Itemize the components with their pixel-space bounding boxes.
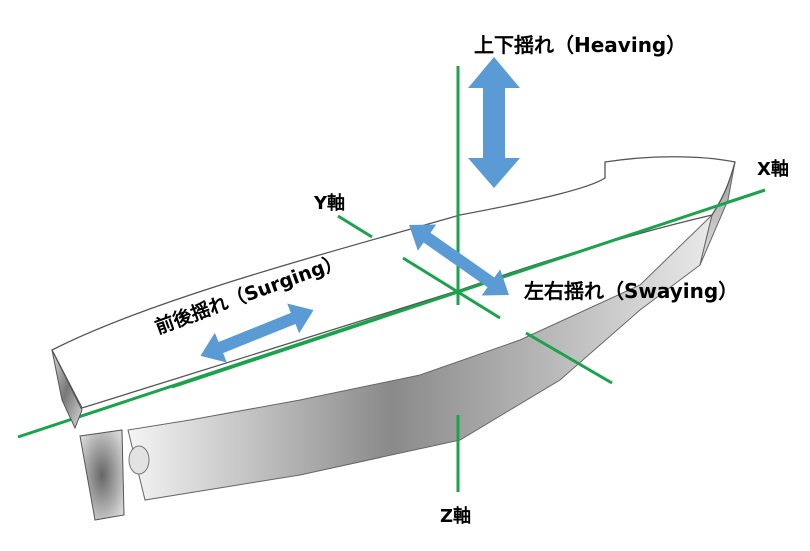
y-axis-line-mid bbox=[402, 256, 501, 320]
rudder bbox=[79, 429, 125, 521]
motion-arrows bbox=[200, 57, 520, 363]
swaying-arrow bbox=[409, 224, 509, 296]
surging-arrow bbox=[200, 303, 314, 363]
y-axis-line-upper bbox=[337, 214, 373, 239]
y-axis-label: Y軸 bbox=[313, 192, 345, 214]
x-axis-line bbox=[171, 188, 766, 389]
y-axis-line-lower bbox=[525, 331, 613, 385]
x-axis-label: X軸 bbox=[757, 158, 789, 180]
propeller-hub bbox=[128, 445, 150, 475]
heaving-label: 上下揺れ（Heaving） bbox=[474, 33, 686, 57]
z-axis-label: Z軸 bbox=[440, 505, 471, 527]
swaying-label: 左右揺れ（Swaying） bbox=[524, 279, 738, 303]
heaving-arrow bbox=[468, 57, 520, 188]
ship-hull bbox=[51, 156, 736, 521]
